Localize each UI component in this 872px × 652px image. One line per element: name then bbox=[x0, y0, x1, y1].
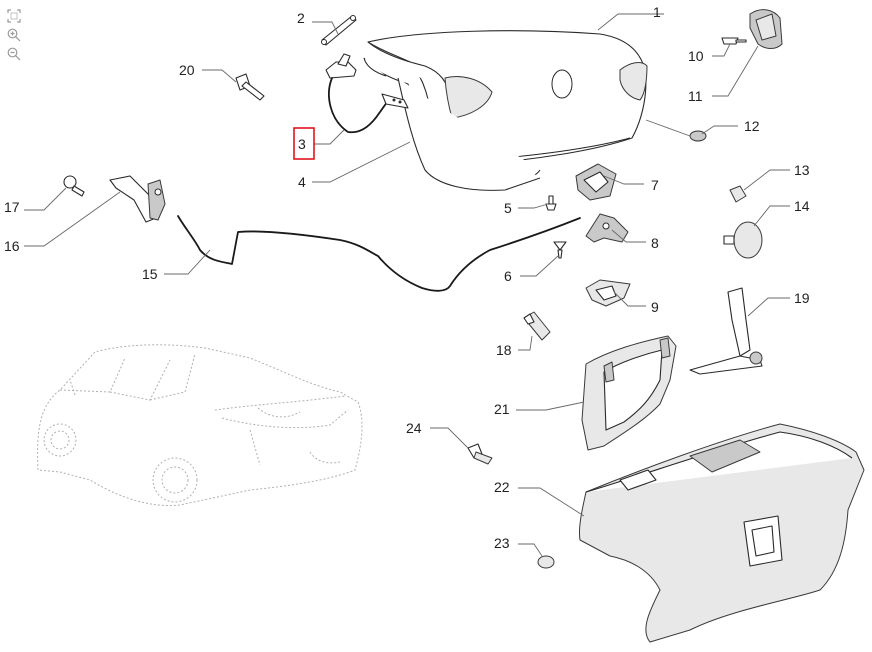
part-screw-5 bbox=[545, 195, 557, 211]
part-buffer-9 bbox=[585, 279, 631, 307]
part-plug-23 bbox=[537, 555, 555, 569]
callout-1[interactable]: 1 bbox=[653, 4, 661, 20]
zoom-in-icon[interactable] bbox=[6, 27, 22, 43]
callout-3[interactable]: 3 bbox=[298, 136, 306, 152]
callout-23[interactable]: 23 bbox=[494, 535, 510, 551]
callout-13[interactable]: 13 bbox=[794, 162, 810, 178]
zoom-toolbar bbox=[6, 8, 24, 62]
leader-lines bbox=[24, 13, 790, 557]
part-side-trim-21 bbox=[581, 335, 677, 451]
callout-6[interactable]: 6 bbox=[504, 268, 512, 284]
part-release-cable bbox=[177, 215, 581, 292]
part-bolt-20 bbox=[235, 73, 265, 101]
callout-20[interactable]: 20 bbox=[179, 62, 195, 78]
callout-24[interactable]: 24 bbox=[406, 420, 422, 436]
callout-5[interactable]: 5 bbox=[504, 200, 512, 216]
part-screw-10 bbox=[721, 37, 747, 45]
part-hinge bbox=[325, 53, 409, 134]
callout-labels: 1 2 3 4 5 6 7 8 9 10 11 12 13 14 15 16 1… bbox=[4, 4, 810, 551]
callout-9[interactable]: 9 bbox=[651, 299, 659, 315]
callout-16[interactable]: 16 bbox=[4, 238, 20, 254]
callout-11[interactable]: 11 bbox=[688, 88, 703, 104]
part-gas-strut bbox=[321, 15, 357, 46]
callout-15[interactable]: 15 bbox=[142, 266, 158, 282]
callout-4[interactable]: 4 bbox=[298, 174, 306, 190]
part-bracket-16 bbox=[109, 175, 166, 223]
callout-8[interactable]: 8 bbox=[651, 235, 659, 251]
callout-22[interactable]: 22 bbox=[494, 479, 510, 495]
part-bumper-13 bbox=[729, 185, 747, 203]
part-clip-6 bbox=[553, 241, 567, 259]
zoom-out-icon[interactable] bbox=[6, 46, 22, 62]
callout-3-highlight bbox=[293, 127, 315, 160]
callout-14[interactable]: 14 bbox=[794, 198, 810, 214]
part-hinge-arm-19 bbox=[689, 287, 763, 375]
part-trunk-liner-22 bbox=[579, 423, 865, 643]
part-latch-7 bbox=[575, 163, 617, 201]
part-clip-24 bbox=[467, 443, 493, 465]
part-handle-11 bbox=[749, 9, 783, 49]
callout-18[interactable]: 18 bbox=[496, 342, 512, 358]
callout-7[interactable]: 7 bbox=[651, 177, 659, 193]
fit-screen-icon[interactable] bbox=[6, 8, 22, 24]
callout-10[interactable]: 10 bbox=[688, 48, 704, 64]
callout-17[interactable]: 17 bbox=[4, 199, 20, 215]
callout-19[interactable]: 19 bbox=[794, 290, 810, 306]
callout-21[interactable]: 21 bbox=[494, 401, 510, 417]
part-lid-seal-panel bbox=[363, 57, 541, 191]
callout-12[interactable]: 12 bbox=[744, 118, 760, 134]
car-outline-illustration bbox=[37, 344, 363, 507]
part-cap-14 bbox=[723, 221, 763, 259]
part-screw-17 bbox=[63, 175, 85, 197]
callout-2[interactable]: 2 bbox=[297, 10, 305, 26]
part-bolt-18 bbox=[523, 311, 551, 341]
